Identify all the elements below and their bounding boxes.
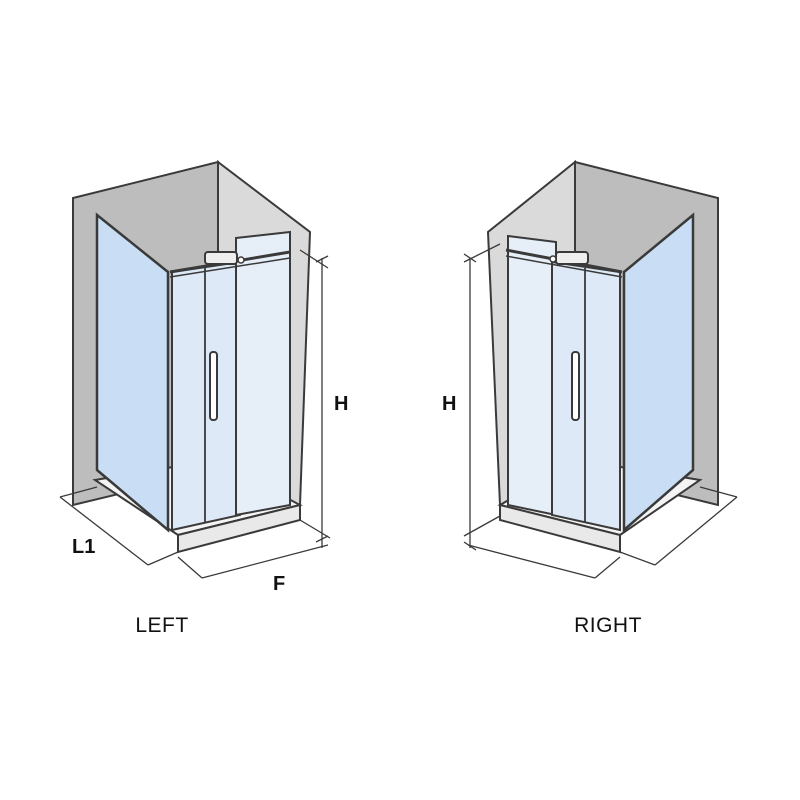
fixed-side-panel [622,212,695,533]
right-configuration: H RIGHT [442,159,738,637]
fixed-side-panel [95,212,170,533]
door-handle-icon [209,351,218,421]
sliding-door-panel [171,260,241,532]
caption-left: LEFT [135,614,188,637]
sliding-door-panel [551,260,621,532]
dimension-f [177,544,329,579]
left-configuration: H L1 F LEFT [59,159,348,637]
dim-label-l1: L1 [72,536,95,558]
roller-fitting-icon [204,251,238,265]
dim-label-f: F [273,573,285,595]
roller-fitting-icon [555,251,589,265]
dimension-side [619,486,738,566]
door-handle-icon [571,351,580,421]
dimension-front [467,544,621,579]
fixed-front-panel [235,230,291,517]
dimension-l1 [59,486,179,566]
fixed-front-panel [507,234,557,517]
dimension-h [299,249,331,548]
dim-label-h: H [442,393,456,415]
caption-right: RIGHT [574,614,642,637]
dim-label-h: H [334,393,348,415]
